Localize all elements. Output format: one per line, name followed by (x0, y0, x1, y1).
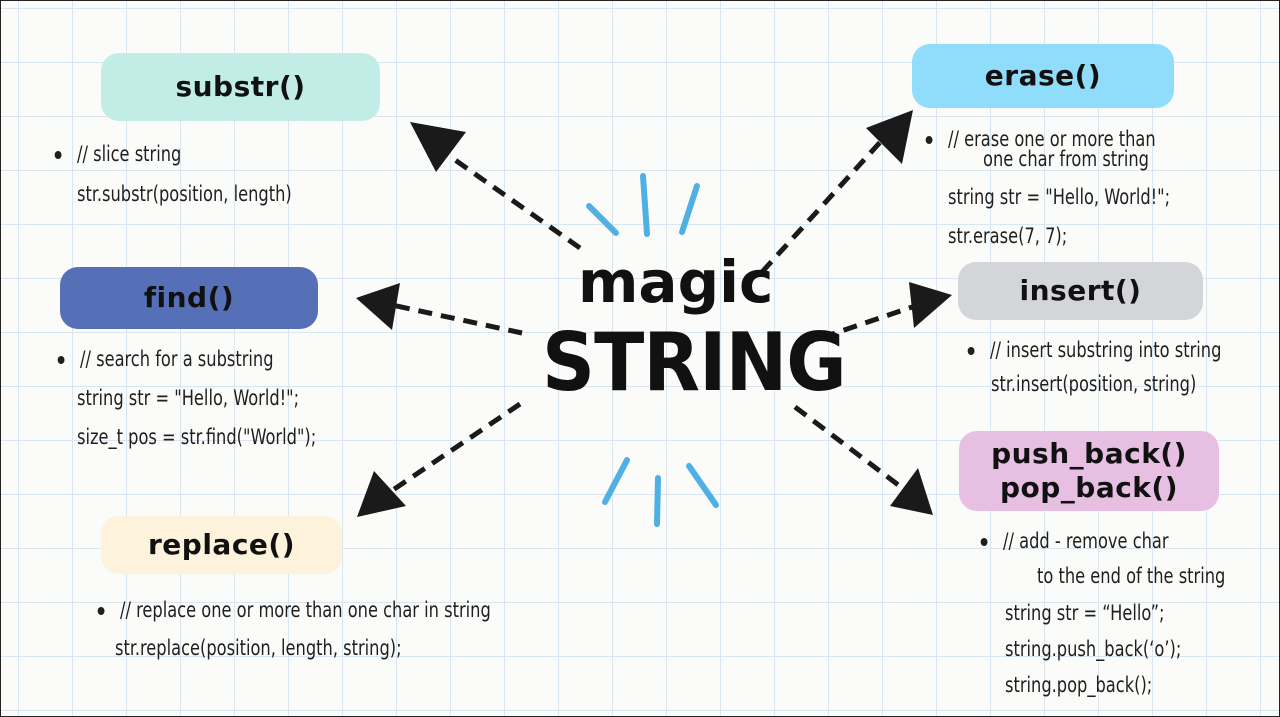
accent-ray (586, 203, 619, 236)
erase-comment-cont: one char from string (983, 147, 1149, 171)
find-comment: // search for a substring (57, 347, 274, 371)
arrowhead-insert (909, 282, 952, 328)
substr-label: substr() (101, 53, 380, 121)
push-pop-comment: // add - remove char (980, 529, 1169, 553)
push-pop-label: push_back() pop_back() (959, 431, 1219, 511)
find-code-line: size_t pos = str.find("World"); (77, 425, 317, 449)
arrow-to-substr (446, 152, 582, 251)
push-pop-comment-cont: to the end of the string (1037, 564, 1226, 588)
substr-label-text: substr() (175, 70, 306, 103)
replace-comment: // replace one or more than one char in … (97, 598, 491, 622)
substr-comment: // slice string (54, 142, 182, 166)
arrowhead-push-pop (890, 468, 933, 515)
insert-comment: // insert substring into string (967, 338, 1222, 362)
push-pop-code-line: string.push_back(‘o’); (1005, 637, 1182, 661)
arrowhead-substr (410, 122, 466, 172)
find-label: find() (60, 267, 318, 329)
accent-ray (640, 173, 650, 237)
erase-label-text: erase() (984, 59, 1102, 92)
erase-code-line: string str = "Hello, World!"; (948, 185, 1171, 209)
accent-ray (654, 475, 661, 527)
push-pop-code-line: string.pop_back(); (1005, 673, 1153, 697)
title-string: STRING (542, 316, 847, 409)
substr-code-line: str.substr(position, length) (77, 182, 292, 206)
erase-label: erase() (912, 44, 1174, 108)
arrow-to-insert (799, 302, 919, 348)
replace-label-text: replace() (147, 528, 295, 561)
accent-ray (602, 457, 630, 505)
arrow-to-replace (388, 401, 522, 495)
arrowhead-replace (357, 471, 406, 517)
find-label-text: find() (143, 281, 235, 314)
replace-code-line: str.replace(position, length, string); (115, 636, 402, 660)
insert-label: insert() (958, 262, 1203, 320)
push-pop-code-line: string str = “Hello”; (1005, 601, 1165, 625)
replace-label: replace() (101, 516, 342, 574)
insert-label-text: insert() (1019, 274, 1142, 307)
push-back-label-text: push_back() (991, 437, 1187, 470)
arrowhead-erase (866, 110, 913, 164)
find-code-line: string str = "Hello, World!"; (77, 386, 300, 410)
erase-code-line: str.erase(7, 7); (948, 224, 1068, 248)
pop-back-label-text: pop_back() (999, 471, 1179, 504)
erase-comment: // erase one or more than (925, 127, 1156, 151)
title-magic: magic (578, 248, 774, 316)
arrow-to-push-pop (793, 405, 907, 492)
arrow-to-erase (760, 136, 886, 274)
insert-code-line: str.insert(position, string) (991, 372, 1197, 396)
arrowhead-find (356, 283, 400, 330)
accent-ray (686, 463, 719, 508)
arrow-to-find (391, 302, 523, 336)
accent-ray (679, 183, 700, 235)
